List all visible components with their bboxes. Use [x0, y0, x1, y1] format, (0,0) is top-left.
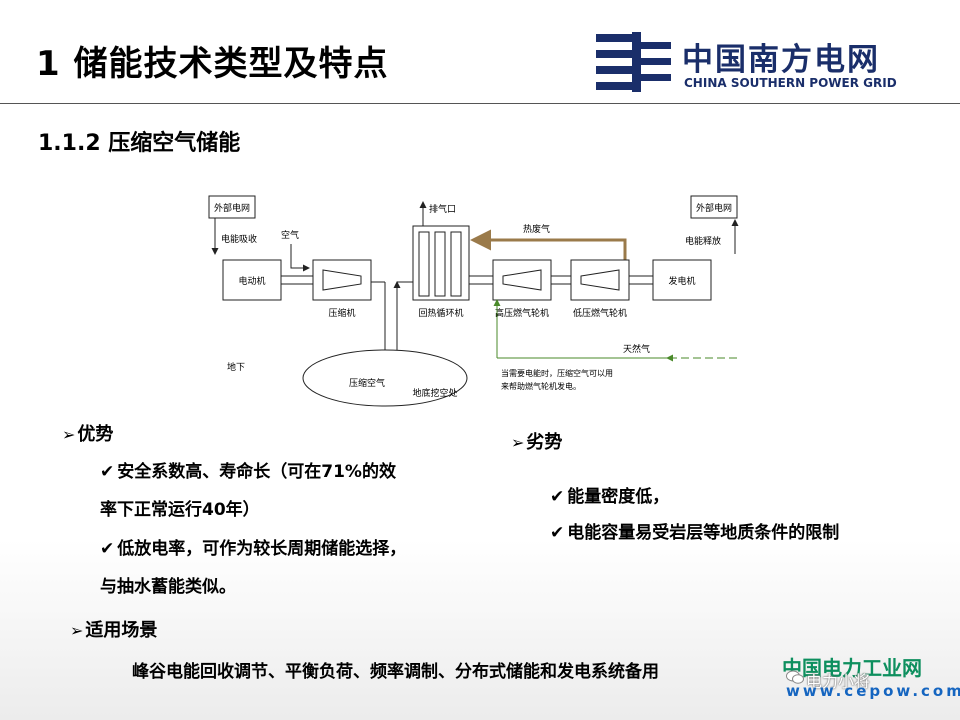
wechat-icon [786, 670, 804, 684]
watermark-handle: 电力小将 [806, 672, 871, 691]
natural-gas-label: 天然气 [623, 343, 650, 355]
hot-exhaust-line [470, 229, 627, 260]
disadvantages-heading: ➢劣势 [511, 432, 563, 453]
hp-turbine-icon [502, 269, 542, 291]
lp-turbine-label: 低压燃气轮机 [573, 307, 627, 319]
section-subtitle: 1.1.2 压缩空气储能 [38, 131, 241, 156]
slide-title: 1 储能技术类型及特点 [36, 44, 389, 84]
release-label: 电能释放 [685, 235, 721, 247]
absorb-label: 电能吸收 [221, 233, 257, 245]
generator-label: 发电机 [668, 275, 695, 287]
hot-exhaust-label: 热废气 [523, 223, 550, 235]
csg-logo: 中国南方电网 CHINA SOUTHERN POWER GRID [596, 30, 916, 94]
lp-turbine-icon [580, 269, 620, 291]
advantage-item-1: ✔安全系数高、寿命长（可在71%的效 [100, 462, 396, 482]
disadvantage-item-1: ✔能量密度低， [550, 487, 670, 507]
advantages-heading: ➢优势 [62, 424, 114, 445]
cavern-shape [302, 349, 468, 407]
generator-box [652, 259, 712, 301]
header-divider [0, 103, 960, 104]
arrow-bullet-icon: ➢ [70, 621, 84, 640]
hp-turbine-label: 高压燃气轮机 [495, 307, 549, 319]
motor-box [222, 259, 282, 301]
check-icon: ✔ [550, 523, 565, 543]
compressor-label: 压缩机 [328, 307, 355, 319]
grid-right-label: 外部电网 [696, 202, 732, 214]
advantage-item-2: ✔低放电率，可作为较长周期储能选择， [100, 539, 407, 559]
check-icon: ✔ [550, 487, 565, 507]
arrow-bullet-icon: ➢ [511, 433, 525, 452]
underground-label: 地下 [227, 361, 245, 373]
logo-name-en: CHINA SOUTHERN POWER GRID [684, 76, 897, 90]
check-icon: ✔ [100, 539, 115, 559]
air-label: 空气 [281, 229, 299, 241]
motor-label: 电动机 [238, 275, 265, 287]
note-line-1: 当需要电能时，压缩空气可以用 [501, 368, 613, 378]
disadvantage-item-2: ✔电能容量易受岩层等地质条件的限制 [550, 523, 840, 543]
exhaust-label: 排气口 [429, 203, 456, 215]
advantage-item-2-cont: 与抽水蓄能类似。 [100, 577, 236, 597]
grid-box-left [208, 195, 256, 219]
csg-emblem-icon [596, 32, 671, 92]
watermark-site-name: 中国电力工业网 [782, 656, 922, 680]
shaft-1 [280, 275, 314, 285]
watermark-url: www.cepow.com [786, 682, 960, 700]
recuperator-label: 回热循环机 [418, 307, 463, 319]
check-icon: ✔ [100, 462, 115, 482]
advantage-item-1-cont: 率下正常运行40年） [100, 500, 260, 520]
applications-heading: ➢适用场景 [70, 620, 158, 641]
compressor-icon [322, 269, 362, 291]
arrow-bullet-icon: ➢ [62, 425, 76, 444]
grid-left-label: 外部电网 [214, 202, 250, 214]
grid-box-right [690, 195, 738, 219]
note-line-2: 来帮助燃气轮机发电。 [501, 381, 581, 391]
cavern-label: 地底挖空处 [412, 387, 457, 399]
compressed-air-label: 压缩空气 [349, 377, 385, 389]
caes-diagram: 外部电网 外部电网 电能吸收 电能释放 空气 电动机 压缩机 回热循环机 排气口… [208, 195, 739, 407]
air-inlet-arrow [290, 244, 310, 272]
logo-name-cn: 中国南方电网 [682, 42, 880, 78]
applications-text: 峰谷电能回收调节、平衡负荷、频率调制、分布式储能和发电系统备用 [132, 662, 659, 682]
